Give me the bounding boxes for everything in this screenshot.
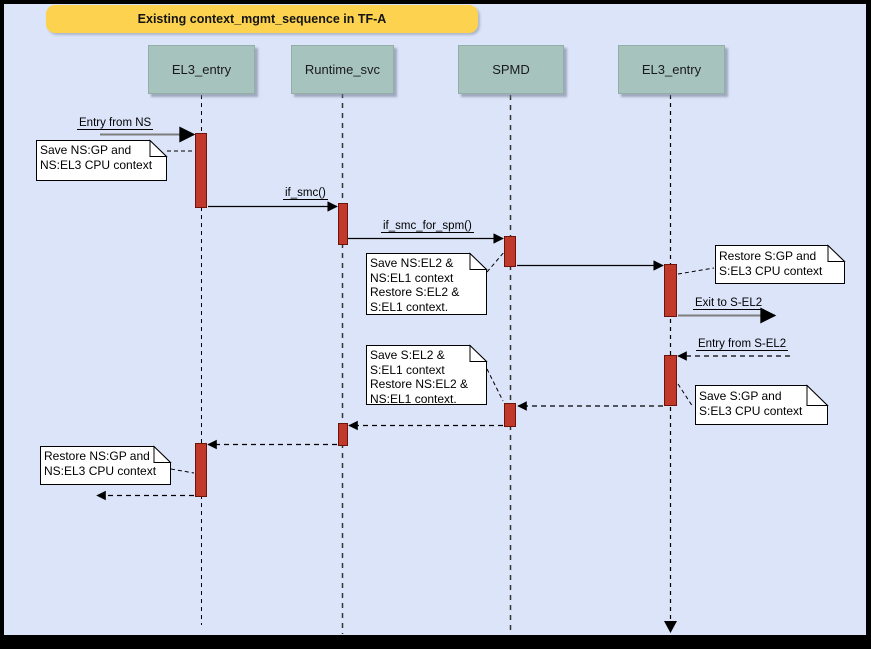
note-shape-2 (366, 253, 487, 315)
note-shapes (36, 139, 846, 485)
note-save-s-gp: Save S:GP and S:EL3 CPU context (699, 389, 803, 418)
note-shape-5 (366, 345, 487, 405)
note-shape-6 (40, 446, 171, 485)
note-connector-6 (170, 468, 195, 474)
note-connector-4 (677, 383, 694, 408)
note-shape-4 (695, 385, 828, 425)
activation-bar (504, 403, 516, 427)
lifeline-head-runtime-svc: Runtime_svc (291, 45, 394, 94)
lifeline-head-el3-entry-left: EL3_entry (148, 45, 255, 94)
activation-bar (338, 203, 348, 245)
activation-bar (664, 264, 677, 317)
note-save-ns-gp: Save NS:GP and NS:EL3 CPU context (40, 143, 153, 172)
message-label-if-smc: if_smc() (283, 187, 328, 200)
note-restore-s-gp: Restore S:GP and S:EL3 CPU context (719, 249, 823, 278)
message-label-if-smc-for-spm: if_smc_for_spm() (381, 220, 474, 233)
note-connector-2 (486, 250, 506, 273)
lifeline-head-label: Runtime_svc (304, 62, 381, 77)
note-fold-icon (827, 244, 846, 262)
activation-bar (195, 133, 207, 208)
note-fold-icon (149, 139, 168, 157)
note-fold-icon (806, 384, 829, 406)
note-shape-3 (715, 245, 845, 284)
activation-bar (504, 236, 516, 267)
note-save-ns-el2: Save NS:EL2 & NS:EL1 context Restore S:E… (370, 256, 460, 314)
diagram-canvas (4, 4, 866, 635)
note-fold-icon (469, 252, 488, 270)
message-label-entry-from-s-el2: Entry from S-EL2 (696, 338, 789, 351)
activation-bar (338, 423, 348, 446)
message-label-entry-from-ns: Entry from NS (77, 117, 154, 130)
note-connector-3 (677, 267, 715, 275)
diagram-title: Existing context_mgmt_sequence in TF-A (46, 5, 478, 33)
note-restore-ns-gp: Restore NS:GP and NS:EL3 CPU context (44, 449, 157, 478)
lifeline-head-label: SPMD (492, 62, 530, 77)
note-connector-5 (486, 368, 504, 402)
activation-bar (664, 355, 677, 406)
note-fold-icon (153, 445, 172, 463)
lifeline-head-label: EL3_entry (171, 62, 232, 77)
message-label-exit-to-s-el2: Exit to S-EL2 (693, 297, 765, 310)
lifeline-head-label: EL3_entry (641, 62, 702, 77)
lifeline-head-el3-entry-right: EL3_entry (618, 45, 725, 94)
note-save-s-el2: Save S:EL2 & S:EL1 context Restore NS:EL… (370, 348, 469, 406)
note-shape-1 (36, 140, 167, 181)
activation-bar (195, 443, 207, 497)
lifeline-head-spmd: SPMD (458, 45, 564, 94)
note-fold-icon (469, 344, 488, 362)
down-arrow-icon (664, 621, 677, 633)
